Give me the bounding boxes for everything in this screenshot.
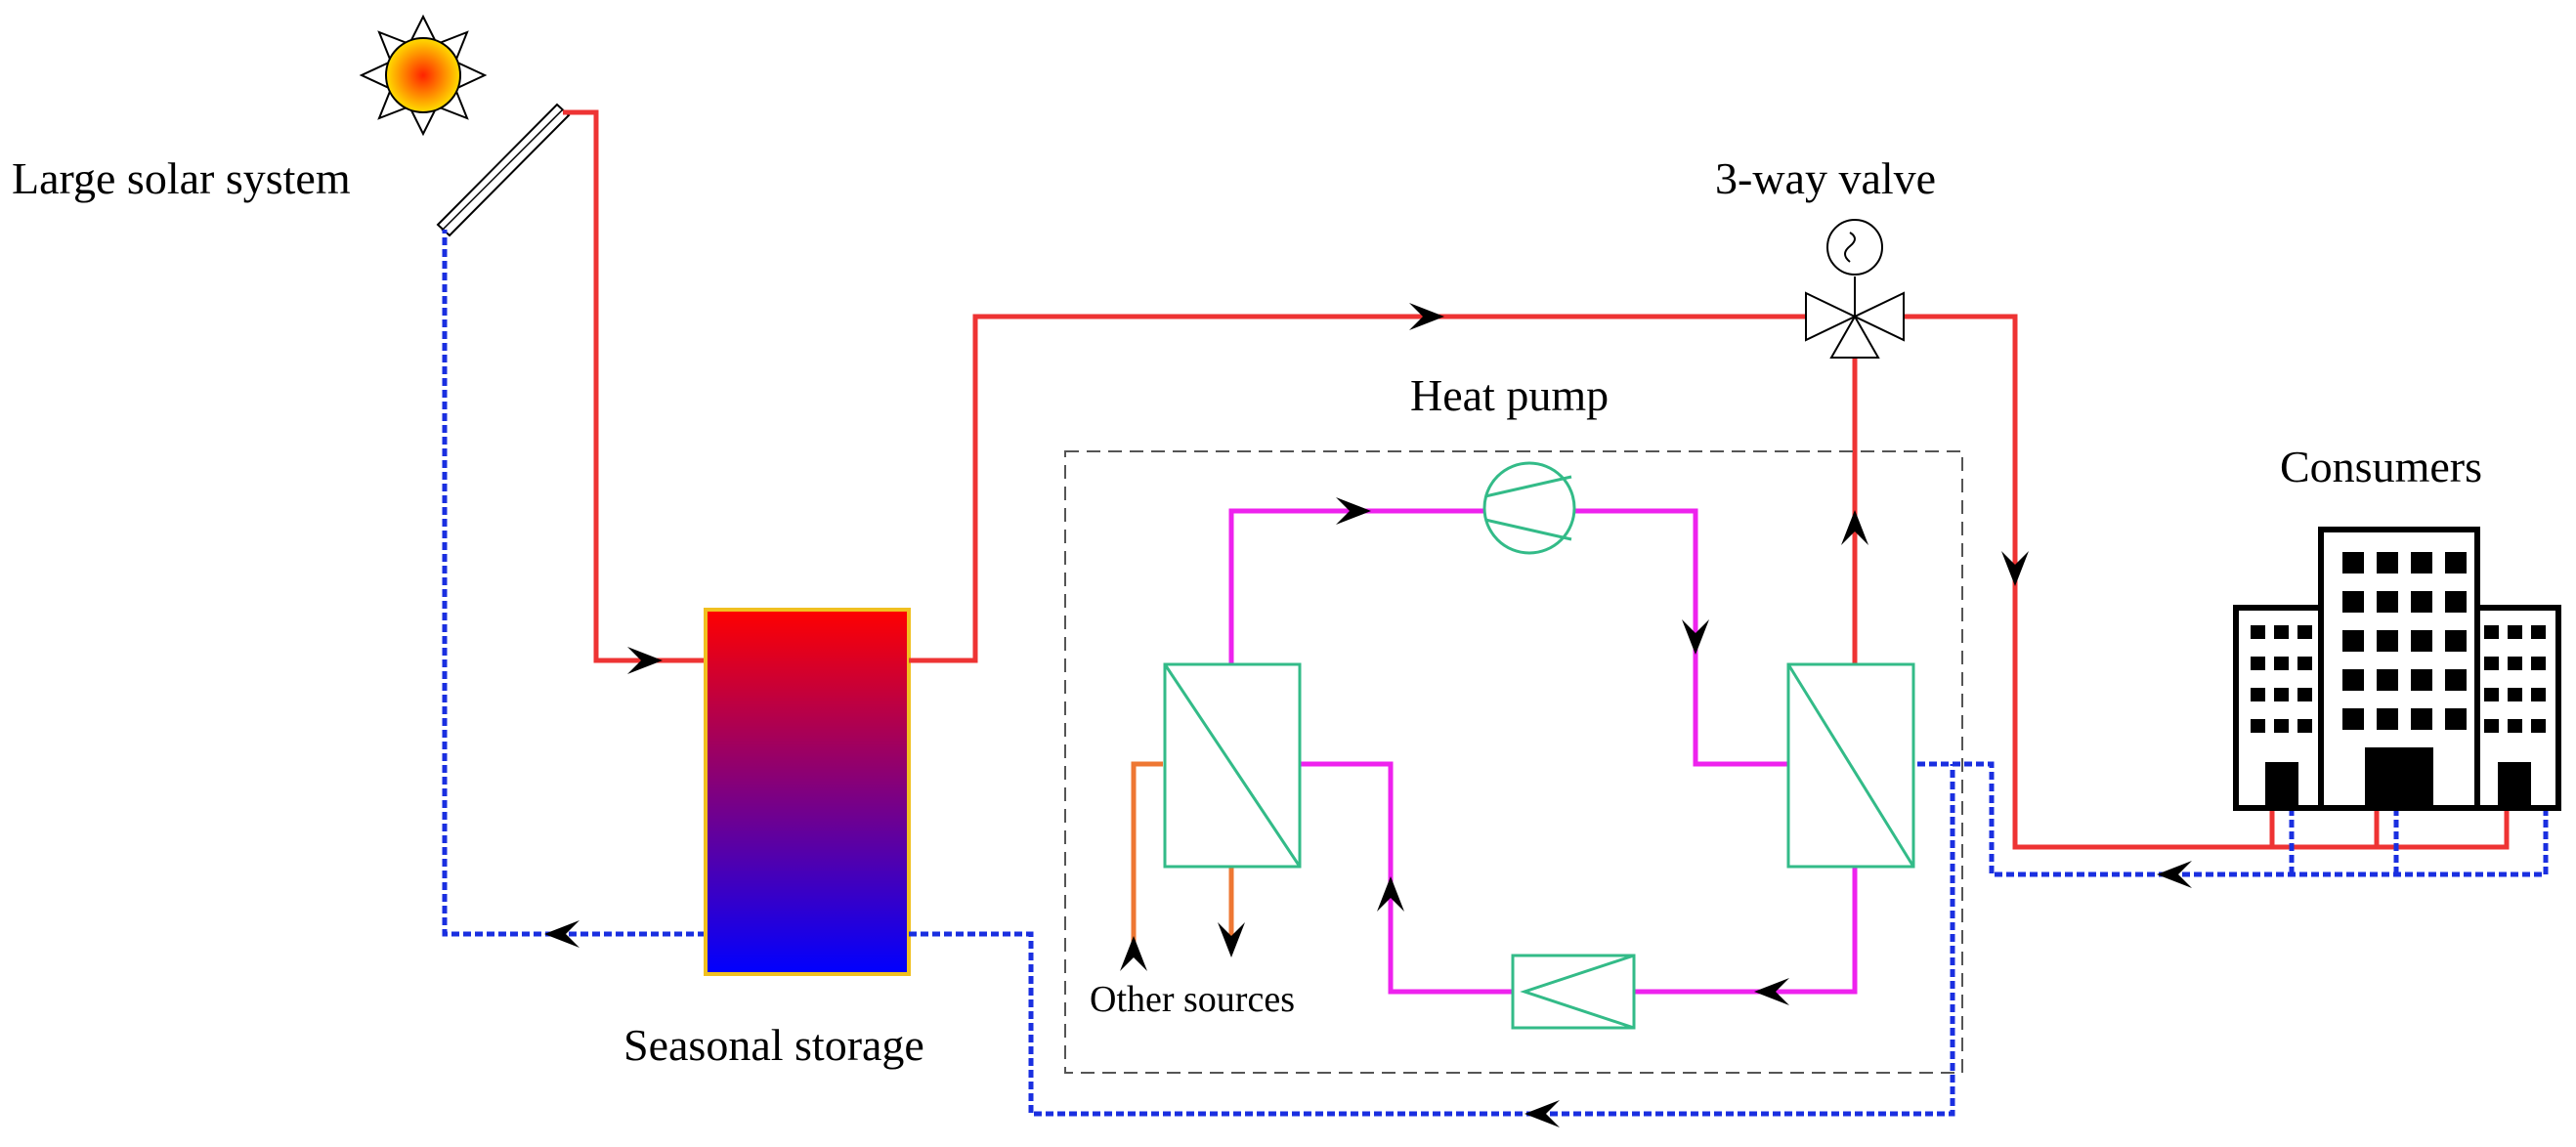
solar-collector-icon bbox=[436, 103, 571, 237]
heat-pump-boundary bbox=[1064, 450, 1963, 1074]
building-icon bbox=[2233, 527, 2561, 811]
storage-return-line bbox=[909, 764, 1955, 1117]
flow-arrow-right bbox=[1336, 497, 1371, 525]
valve-icon bbox=[1805, 219, 1905, 359]
consumers-label: Consumers bbox=[2280, 442, 2482, 491]
flow-arrow-left bbox=[1524, 1100, 1560, 1127]
flow-arrow-down bbox=[1218, 922, 1245, 957]
flow-arrow-right bbox=[1409, 303, 1444, 330]
flow-arrow-left bbox=[2157, 861, 2192, 888]
consumer-return-line bbox=[1913, 761, 2549, 877]
heat-exchanger-icon bbox=[1786, 662, 1915, 869]
compressor-icon bbox=[1482, 461, 1576, 555]
flow-arrow-right bbox=[627, 647, 663, 674]
consumer-supply-line bbox=[1904, 314, 2510, 850]
refrigerant-line bbox=[1228, 508, 1485, 664]
solar-label: Large solar system bbox=[12, 153, 351, 203]
other-sources-label: Other sources bbox=[1090, 979, 1295, 1020]
seasonal-storage-tank bbox=[704, 608, 911, 976]
solar-return-line bbox=[442, 230, 706, 937]
refrigerant-line bbox=[1573, 508, 1788, 767]
flow-arrow-left bbox=[1754, 978, 1789, 1005]
flow-arrow-left bbox=[544, 920, 580, 948]
refrigerant-line bbox=[1634, 867, 1858, 995]
storage-to-valve-line bbox=[909, 314, 1806, 663]
other-source-line bbox=[1131, 761, 1163, 948]
expansion-valve-icon bbox=[1511, 954, 1636, 1030]
heat-exchanger-icon bbox=[1163, 662, 1302, 869]
solar-supply-line bbox=[563, 109, 706, 663]
heat-pump-label: Heat pump bbox=[1410, 370, 1609, 420]
flow-arrow-up bbox=[1377, 876, 1404, 912]
flow-arrow-down bbox=[1682, 619, 1709, 655]
storage-label: Seasonal storage bbox=[623, 1020, 924, 1070]
flow-arrow-up bbox=[1120, 936, 1147, 971]
sun-icon bbox=[359, 14, 488, 137]
flow-arrows bbox=[544, 303, 2192, 1127]
valve-label: 3-way valve bbox=[1715, 153, 1936, 203]
refrigerant-line bbox=[1300, 761, 1513, 995]
flow-arrow-up bbox=[1841, 510, 1868, 545]
flow-arrow-down bbox=[2001, 551, 2029, 586]
